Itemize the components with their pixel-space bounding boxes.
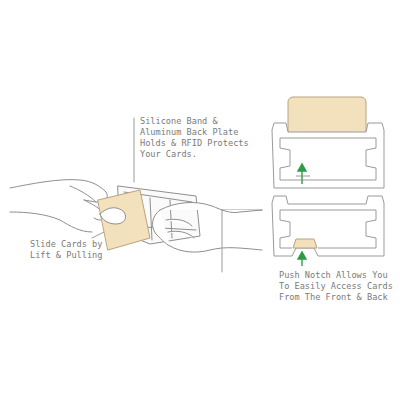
wallet-front-bottom [272,196,384,256]
callout-note: Slide Cards by Lift & Pulling [30,239,108,261]
callout-note: Silicone Band & Aluminum Back Plate Hold… [140,116,258,160]
callout-note: Push Notch Allows You To Easily Access C… [279,270,397,303]
leader-line [134,118,135,182]
leader-line [92,232,104,238]
wallet-front-top [272,97,384,188]
green-arrow [298,164,306,184]
leader-line [222,210,262,272]
green-arrow [298,252,306,266]
